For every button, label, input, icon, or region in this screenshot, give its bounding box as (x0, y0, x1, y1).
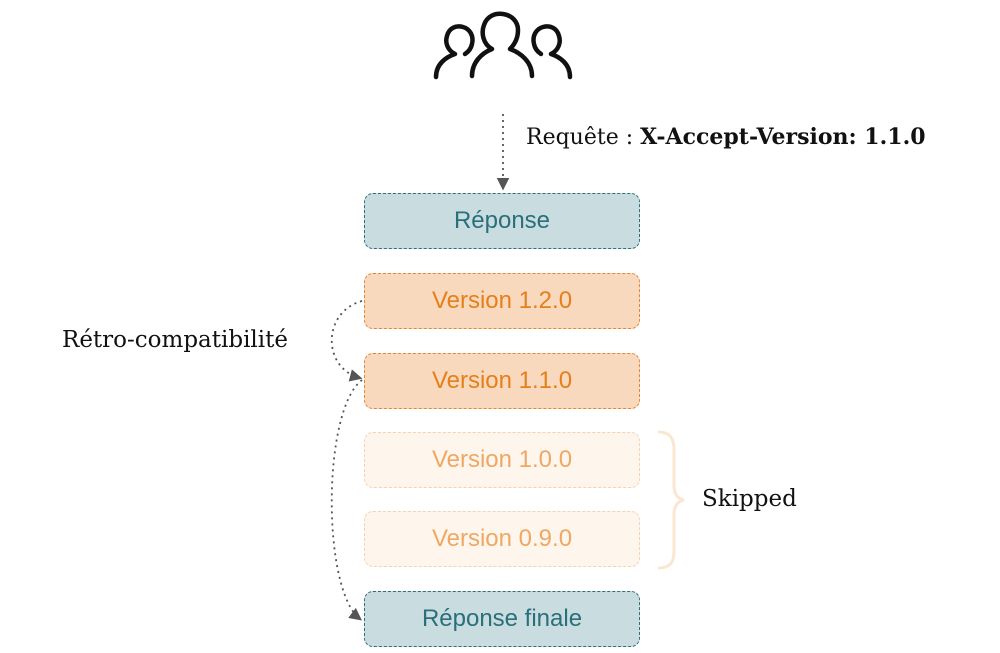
response-box: Réponse (364, 193, 640, 249)
version-0-9-0-box: Version 0.9.0 (364, 511, 640, 567)
request-label: Requête : X-Accept-Version: 1.1.0 (526, 124, 926, 150)
final-response-label: Réponse finale (421, 605, 583, 632)
version-1-0-0-label: Version 1.0.0 (431, 446, 573, 473)
version-1-1-0-box: Version 1.1.0 (364, 353, 640, 409)
version-1-2-0-label: Version 1.2.0 (431, 287, 573, 314)
version-1-0-0-box: Version 1.0.0 (364, 432, 640, 488)
skipped-brace (657, 430, 685, 570)
request-prefix: Requête : (526, 125, 641, 150)
retro-compat-label: Rétro-compatibilité (62, 327, 289, 353)
version-0-9-0-label: Version 0.9.0 (431, 525, 573, 552)
skipped-label: Skipped (702, 486, 797, 512)
skip-arrow (330, 379, 363, 621)
version-1-1-0-label: Version 1.1.0 (431, 367, 573, 394)
response-label: Réponse (453, 207, 551, 234)
retro-arrow (330, 300, 363, 382)
final-response-box: Réponse finale (364, 591, 640, 647)
users-group-icon (433, 11, 573, 80)
version-1-2-0-box: Version 1.2.0 (364, 273, 640, 329)
request-header: X-Accept-Version: 1.1.0 (640, 124, 926, 150)
